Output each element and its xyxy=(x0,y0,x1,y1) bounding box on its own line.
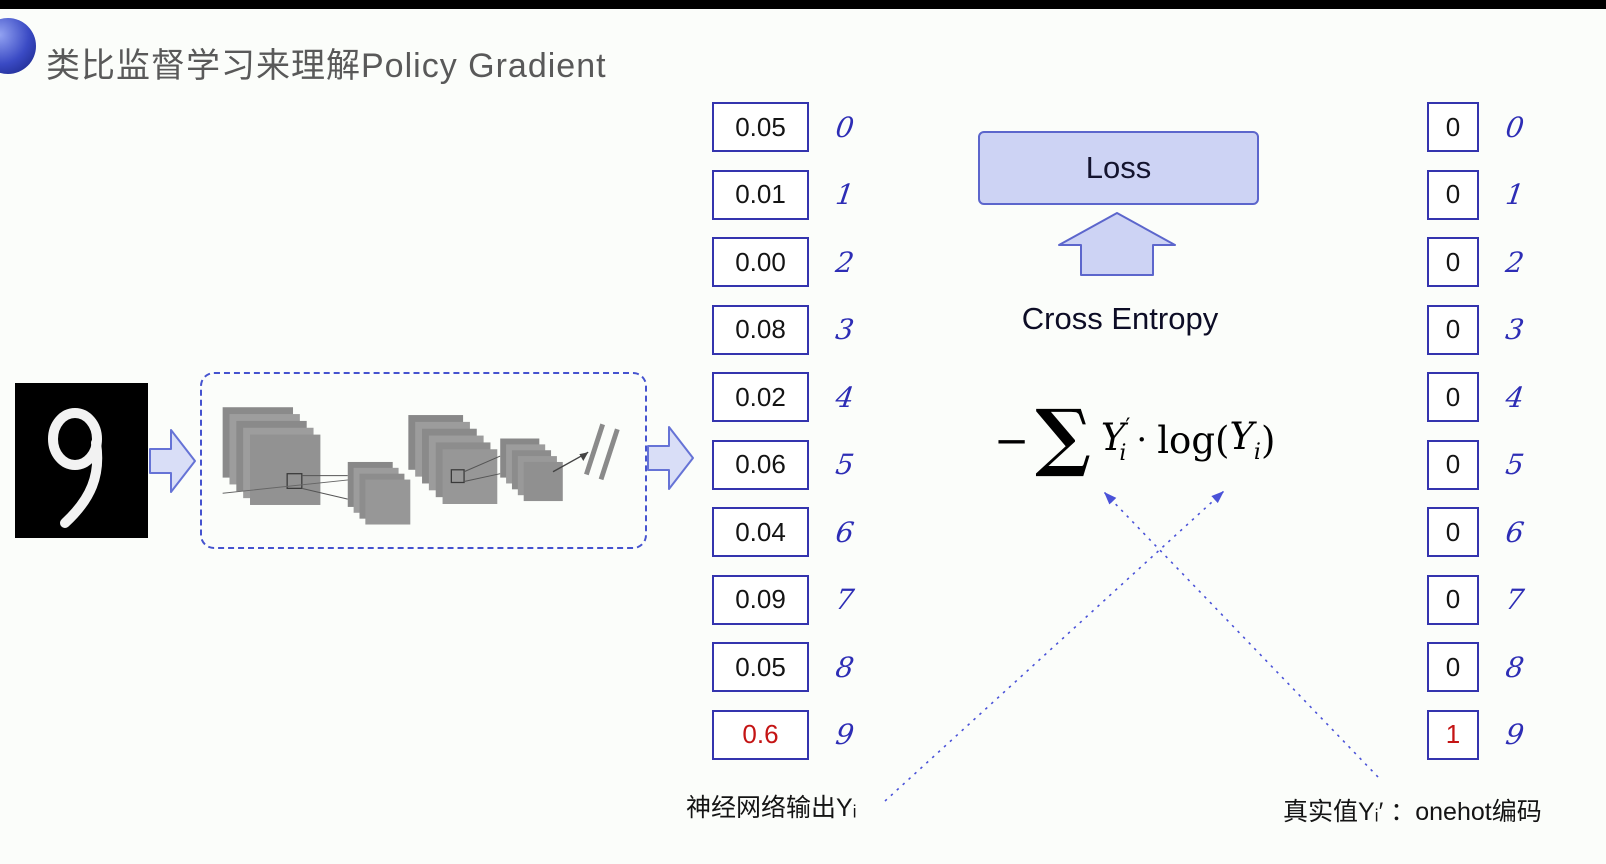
handwritten-digit-label: 0 xyxy=(1503,110,1527,144)
handwritten-digit-label: 9 xyxy=(1503,718,1527,751)
handwritten-nine-glyph xyxy=(48,408,103,528)
value-row: 0.05 8 xyxy=(712,642,857,692)
cross-entropy-formula: − ∑ Y′i · log( Yi ) xyxy=(994,398,1275,482)
handwritten-digit-label: 6 xyxy=(1503,515,1527,549)
y-true-term: Y′i xyxy=(1100,414,1131,466)
value-box: 0.04 xyxy=(712,507,809,557)
value-box: 0 xyxy=(1427,102,1479,152)
handwritten-digit-label: 2 xyxy=(833,245,857,279)
value-box: 0 xyxy=(1427,574,1479,625)
handwritten-digit-label: 3 xyxy=(1503,313,1527,346)
value-box: 0.09 xyxy=(712,574,809,625)
value-box: 0.06 xyxy=(712,439,809,490)
value-row: 0.00 2 xyxy=(712,237,857,287)
value-row: 0.04 6 xyxy=(712,507,857,557)
value-box: 0.6 xyxy=(712,709,809,760)
value-row: 0.08 3 xyxy=(712,304,857,355)
page-title: 类比监督学习来理解Policy Gradient xyxy=(46,47,607,85)
handwritten-digit-label: 6 xyxy=(833,515,857,549)
value-box: 0.01 xyxy=(712,169,809,220)
value-box: 0.00 xyxy=(712,237,809,287)
value-box: 0.05 xyxy=(712,102,809,152)
value-row: 0.02 4 xyxy=(712,372,857,422)
handwritten-digit-label: 9 xyxy=(833,718,857,751)
log-open: log( xyxy=(1157,418,1230,462)
value-box: 0 xyxy=(1427,237,1479,287)
dot-operator: · xyxy=(1136,420,1148,460)
handwritten-digit-label: 0 xyxy=(833,110,857,144)
cross-entropy-label: Cross Entropy xyxy=(1021,301,1219,336)
handwritten-digit-label: 5 xyxy=(833,448,857,481)
value-box: 0 xyxy=(1427,372,1479,422)
handwritten-digit-label: 7 xyxy=(1503,583,1527,616)
flow-arrow-right-icon xyxy=(149,424,197,498)
value-box: 0 xyxy=(1427,642,1479,692)
cnn-diagram xyxy=(200,372,647,549)
value-box: 0 xyxy=(1427,169,1479,220)
value-row: 0.01 1 xyxy=(712,169,857,220)
handwritten-digit-label: 8 xyxy=(1503,650,1527,684)
value-box: 0.05 xyxy=(712,642,809,692)
value-row: 0.06 5 xyxy=(712,439,857,490)
handwritten-digit-label: 1 xyxy=(1503,178,1527,211)
decorative-sphere-icon xyxy=(0,18,36,74)
value-box: 0.08 xyxy=(712,304,809,355)
cnn-layers-graphic xyxy=(222,407,620,525)
pointer-line-output-to-log xyxy=(884,490,1225,802)
network-output-caption: 神经网络输出Yᵢ xyxy=(686,794,857,822)
handwritten-digit-label: 2 xyxy=(1503,245,1527,279)
handwritten-digit-label: 4 xyxy=(833,380,857,414)
value-box: 0 xyxy=(1427,507,1479,557)
value-box: 0.02 xyxy=(712,372,809,422)
sum-symbol: ∑ xyxy=(1035,393,1091,480)
mnist-digit-image xyxy=(15,383,148,538)
value-row: 0.09 7 xyxy=(712,574,857,625)
loss-arrow-up-icon xyxy=(1058,212,1176,276)
handwritten-digit-label: 4 xyxy=(1503,380,1527,414)
value-box: 1 xyxy=(1427,709,1479,760)
y-pred-term: Yi xyxy=(1229,415,1261,465)
minus-sign: − xyxy=(994,415,1030,465)
handwritten-digit-label: 5 xyxy=(1503,448,1527,481)
value-box: 0 xyxy=(1427,439,1479,490)
handwritten-digit-label: 8 xyxy=(833,650,857,684)
value-row: 0.05 0 xyxy=(712,102,857,152)
handwritten-digit-label: 7 xyxy=(833,583,857,616)
handwritten-digit-label: 1 xyxy=(833,178,857,211)
onehot-caption: 真实值Yᵢ′ ：onehot编码 xyxy=(1283,798,1542,826)
value-box: 0 xyxy=(1427,304,1479,355)
handwritten-digit-label: 3 xyxy=(833,313,857,346)
paren-close: ) xyxy=(1260,418,1276,462)
loss-box: Loss xyxy=(978,131,1259,205)
network-output-column: 0.05 0 0.01 1 0.00 2 0.08 3 0.02 4 0.06 5 0.04 6 0.09 7… xyxy=(712,102,857,760)
top-letterbox-bar xyxy=(0,0,1606,9)
pointer-line-truth-to-yprime xyxy=(1103,491,1379,778)
flow-arrow-right-icon xyxy=(647,421,695,495)
